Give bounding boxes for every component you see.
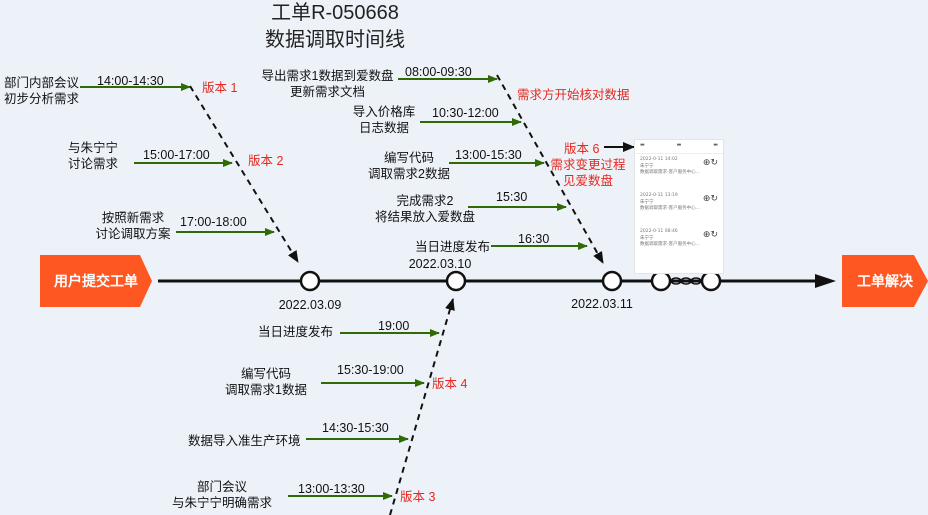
- version-2-label: 版本 2: [248, 154, 284, 168]
- event-10-desc: 编写代码调取需求1数据: [225, 367, 307, 397]
- event-5-time: 10:30-12:00: [432, 106, 499, 120]
- thumbnail-header: ▬ ▬ ▬: [635, 140, 723, 154]
- version-4-label: 版本 4: [432, 377, 468, 391]
- event-10-time: 15:30-19:00: [337, 363, 404, 377]
- note-data-check: 需求方开始核对数据: [517, 88, 630, 102]
- milestone-circle-0310: [445, 270, 467, 292]
- dashed-line-top-right: [496, 74, 604, 264]
- milestone-circle-extra-1: [650, 270, 672, 292]
- date-label-0310: 2022.03.10: [408, 257, 472, 271]
- thumbnail-tab-icon: ▬: [713, 142, 718, 148]
- event-5-desc: 导入价格库日志数据: [352, 105, 416, 135]
- milestone-circle-0309: [299, 270, 321, 292]
- version-6-note: 需求变更过程见爱数盘: [550, 158, 626, 188]
- version-6-label: 版本 6: [564, 142, 600, 156]
- event-12-desc: 部门会议与朱宁宁明确需求: [171, 480, 272, 510]
- end-label: 工单解决: [857, 273, 913, 289]
- event-8-desc: 当日进度发布: [415, 240, 491, 254]
- milestone-circle-0311: [601, 270, 623, 292]
- axis-arrowhead: [815, 274, 836, 288]
- zoom-refresh-icon: ⊕↻: [702, 158, 718, 168]
- page-subtitle: 数据调取时间线: [265, 29, 405, 51]
- dashed-line-top-left: [189, 85, 299, 263]
- milestone-circle-extra-2: [700, 270, 722, 292]
- event-1-desc: 部门内部会议初步分析需求: [4, 76, 80, 106]
- version-1-label: 版本 1: [202, 81, 238, 95]
- version-3-label: 版本 3: [400, 490, 436, 504]
- event-1-time: 14:00-14:30: [97, 74, 164, 88]
- event-2-desc: 与朱宁宁讨论需求: [67, 141, 118, 171]
- zoom-refresh-icon: ⊕↻: [702, 194, 718, 204]
- event-11-desc: 数据导入准生产环境: [188, 434, 301, 448]
- end-shape: [842, 255, 928, 307]
- event-3-desc: 按照新需求讨论调取方案: [95, 211, 171, 241]
- thumbnail-item: 2022-0-11 08:46 朱宁宁 数据调取需求-客户服务中心... ⊕↻: [640, 229, 718, 247]
- event-4-desc: 导出需求1数据到爱数盘更新需求文档: [261, 69, 394, 99]
- event-3-time: 17:00-18:00: [180, 215, 247, 229]
- page-title: 工单R-050668: [271, 2, 399, 24]
- event-6-time: 13:00-15:30: [455, 148, 522, 162]
- event-7-time: 15:30: [496, 190, 528, 204]
- event-9-time: 19:00: [378, 319, 410, 333]
- event-8-time: 16:30: [518, 232, 550, 246]
- file-history-thumbnail: ▬ ▬ ▬ 2022-0-11 14:02 朱宁宁 数据调取需求-客户服务中心.…: [634, 139, 724, 274]
- zoom-refresh-icon: ⊕↻: [702, 230, 718, 240]
- thumbnail-item: 2022-0-11 14:02 朱宁宁 数据调取需求-客户服务中心... ⊕↻: [640, 157, 718, 175]
- thumbnail-item: 2022-0-11 13:19 朱宁宁 数据调取需求-客户服务中心... ⊕↻: [640, 193, 718, 211]
- start-shape: [40, 255, 152, 307]
- chain-icon: [670, 277, 702, 285]
- dashed-line-bottom: [389, 298, 455, 515]
- event-2-time: 15:00-17:00: [143, 148, 210, 162]
- date-label-0309: 2022.03.09: [278, 298, 342, 312]
- thumbnail-tab-icon: ▬: [676, 142, 682, 148]
- event-9-desc: 当日进度发布: [258, 325, 334, 339]
- event-6-desc: 编写代码调取需求2数据: [368, 151, 450, 181]
- date-label-0311: 2022.03.11: [571, 297, 633, 311]
- thumbnail-tab-icon: ▬: [640, 142, 645, 148]
- event-4-time: 08:00-09:30: [405, 65, 472, 79]
- event-11-time: 14:30-15:30: [322, 421, 389, 435]
- start-label: 用户提交工单: [54, 273, 138, 289]
- event-12-time: 13:00-13:30: [298, 482, 365, 496]
